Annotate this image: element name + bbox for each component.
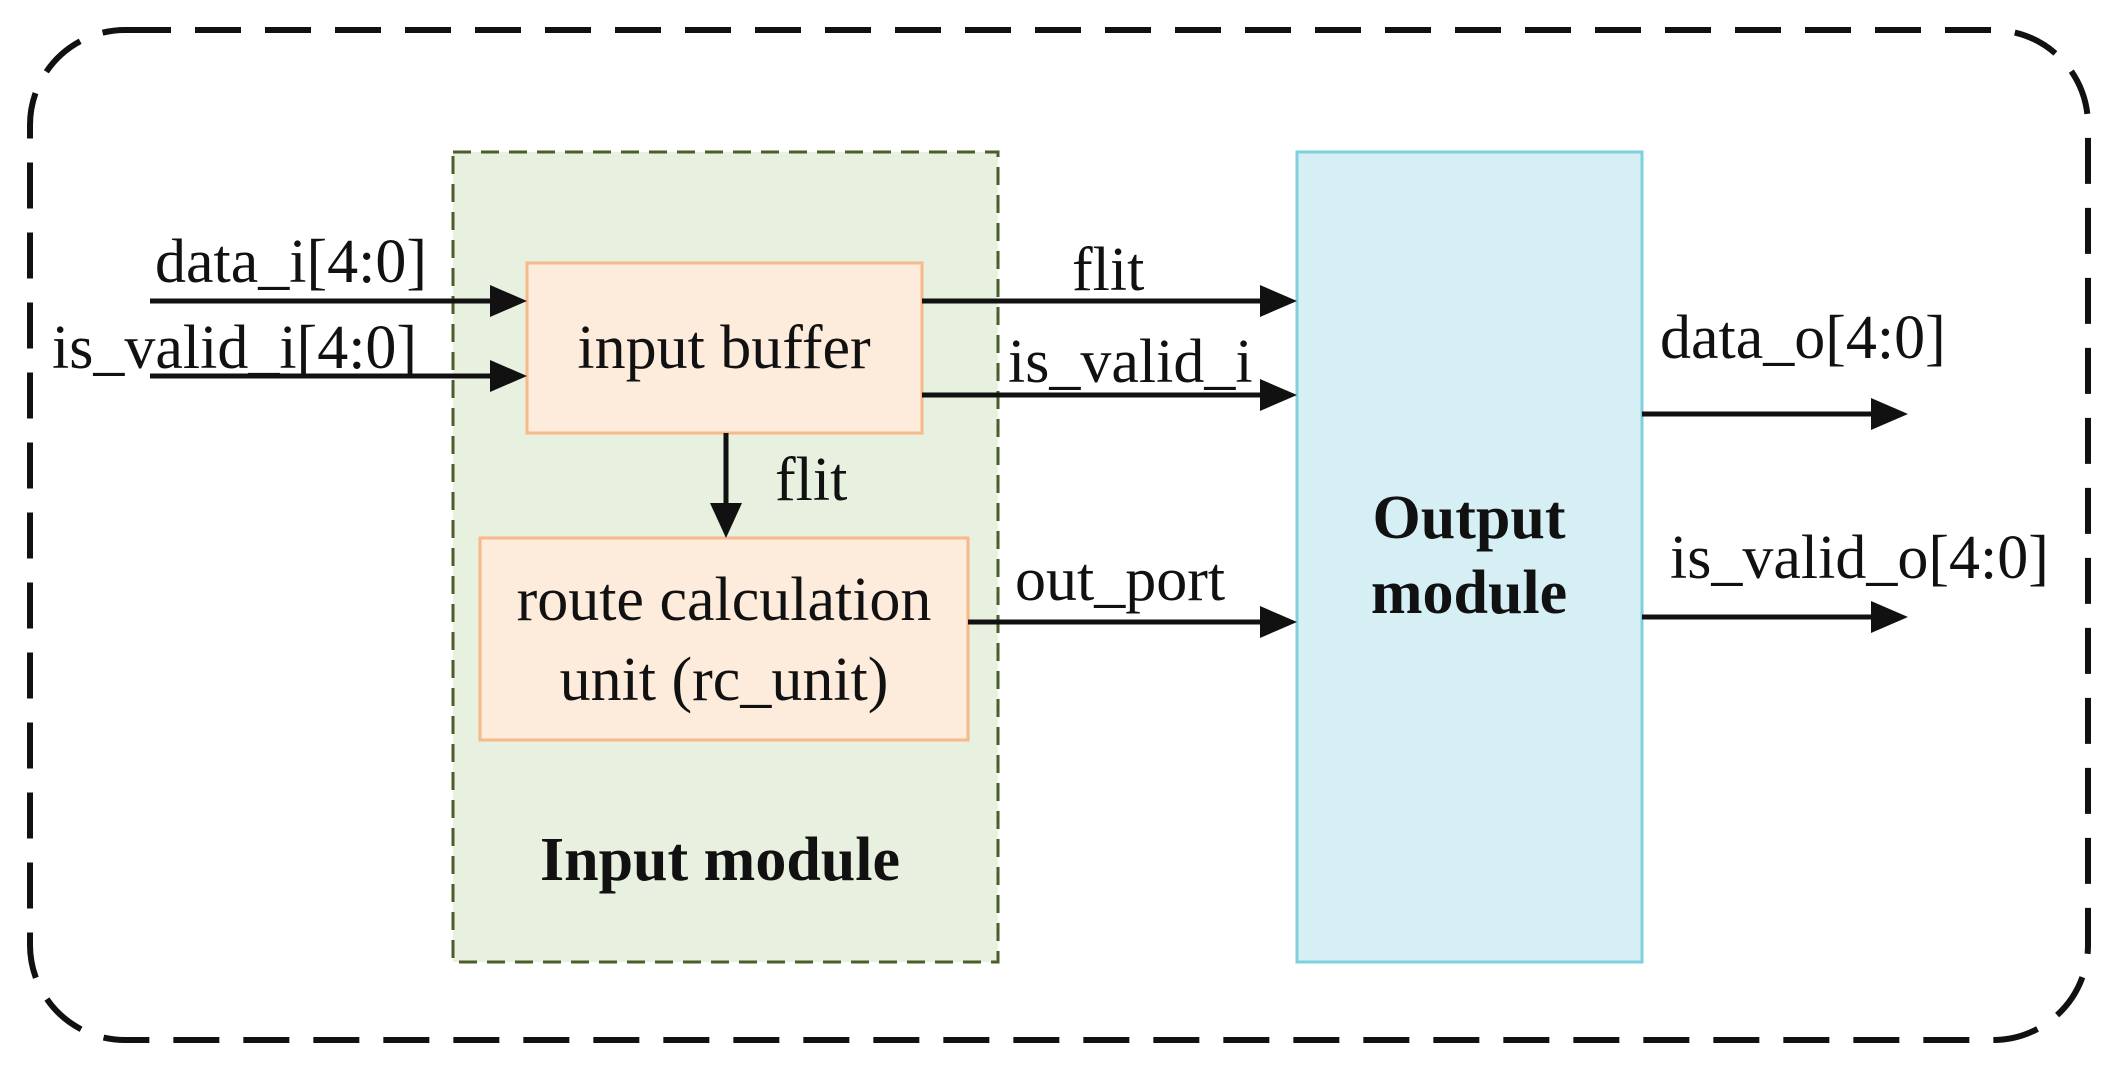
rc-unit-label-line2: unit (rc_unit) (560, 646, 889, 714)
rc-unit-box (478, 536, 970, 742)
output-module: Output module (1295, 150, 1644, 964)
output-module-box (1295, 150, 1644, 964)
flit-out-label: flit (1072, 236, 1144, 304)
valid-out-label: is_valid_o[4:0] (1670, 524, 2049, 592)
rc-unit-label-line1: route calculation (517, 566, 932, 634)
valid-in-arrow: is_valid_i[4:0] (52, 314, 527, 392)
input-buffer-box (525, 261, 924, 435)
valid-out-arrow: is_valid_o[4:0] (1642, 524, 2049, 633)
flit-out-arrow: flit (922, 236, 1297, 317)
output-module-label-line1: Output (1373, 484, 1566, 552)
data-out-label: data_o[4:0] (1660, 304, 1946, 372)
out-port-label: out_port (1015, 546, 1225, 614)
valid-in-label: is_valid_i[4:0] (52, 314, 417, 382)
input-buffer-label: input buffer (577, 314, 871, 382)
out-port-arrow: out_port (968, 546, 1297, 638)
valid-mid-arrow: is_valid_i (922, 328, 1297, 411)
valid-mid-label: is_valid_i (1008, 328, 1253, 396)
flit-down-arrow: flit (710, 433, 847, 538)
data-out-arrow: data_o[4:0] (1642, 304, 1946, 430)
data-in-arrow: data_i[4:0] (150, 228, 527, 317)
data-in-label: data_i[4:0] (155, 228, 427, 296)
rc-unit-block: route calculation unit (rc_unit) (478, 536, 970, 742)
flit-down-label: flit (775, 446, 847, 514)
output-module-label-line2: module (1371, 559, 1567, 627)
outer-boundary (27, 27, 2091, 1043)
input-module-title: Input module (540, 826, 900, 894)
input-buffer-block: input buffer (525, 261, 924, 435)
